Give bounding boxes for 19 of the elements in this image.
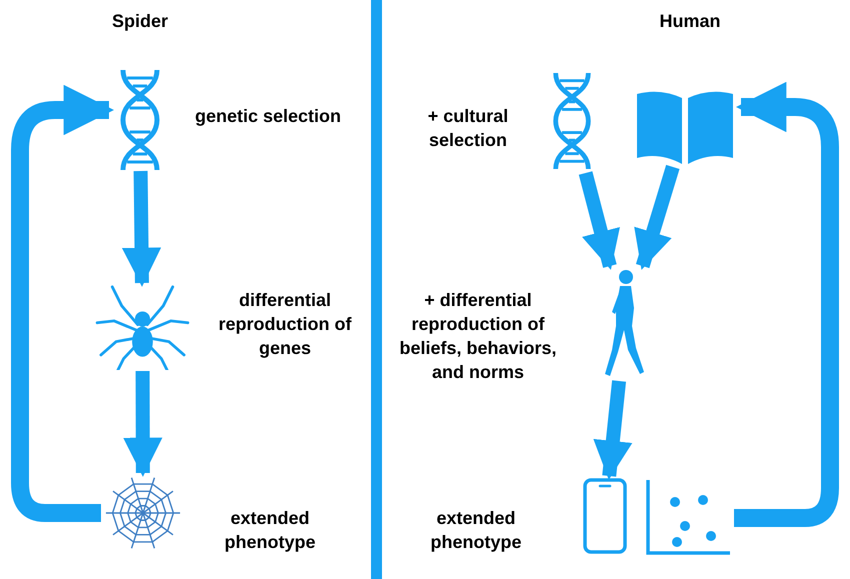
arrow xyxy=(593,380,632,480)
column-heading: Spider xyxy=(110,10,169,33)
arrow xyxy=(734,82,839,527)
caption-text: differential reproduction of genes xyxy=(218,289,352,360)
spider-icon xyxy=(95,285,190,370)
smartphone-icon xyxy=(583,478,627,554)
caption-text: + cultural selection xyxy=(426,105,510,152)
scatter-plot-icon xyxy=(645,480,730,556)
spider-web-icon xyxy=(105,475,181,551)
arrow xyxy=(578,171,620,270)
caption-text: genetic selection xyxy=(194,105,342,128)
arrow xyxy=(123,370,162,477)
arrow xyxy=(634,164,680,270)
caption-text: + differential reproduction of beliefs, behaviors, and norms xyxy=(398,289,558,384)
caption-text: extended phenotype xyxy=(223,507,316,554)
arrow xyxy=(11,84,114,522)
arrow xyxy=(122,170,162,287)
caption-text: extended phenotype xyxy=(429,507,522,554)
column-heading: Human xyxy=(658,10,722,33)
